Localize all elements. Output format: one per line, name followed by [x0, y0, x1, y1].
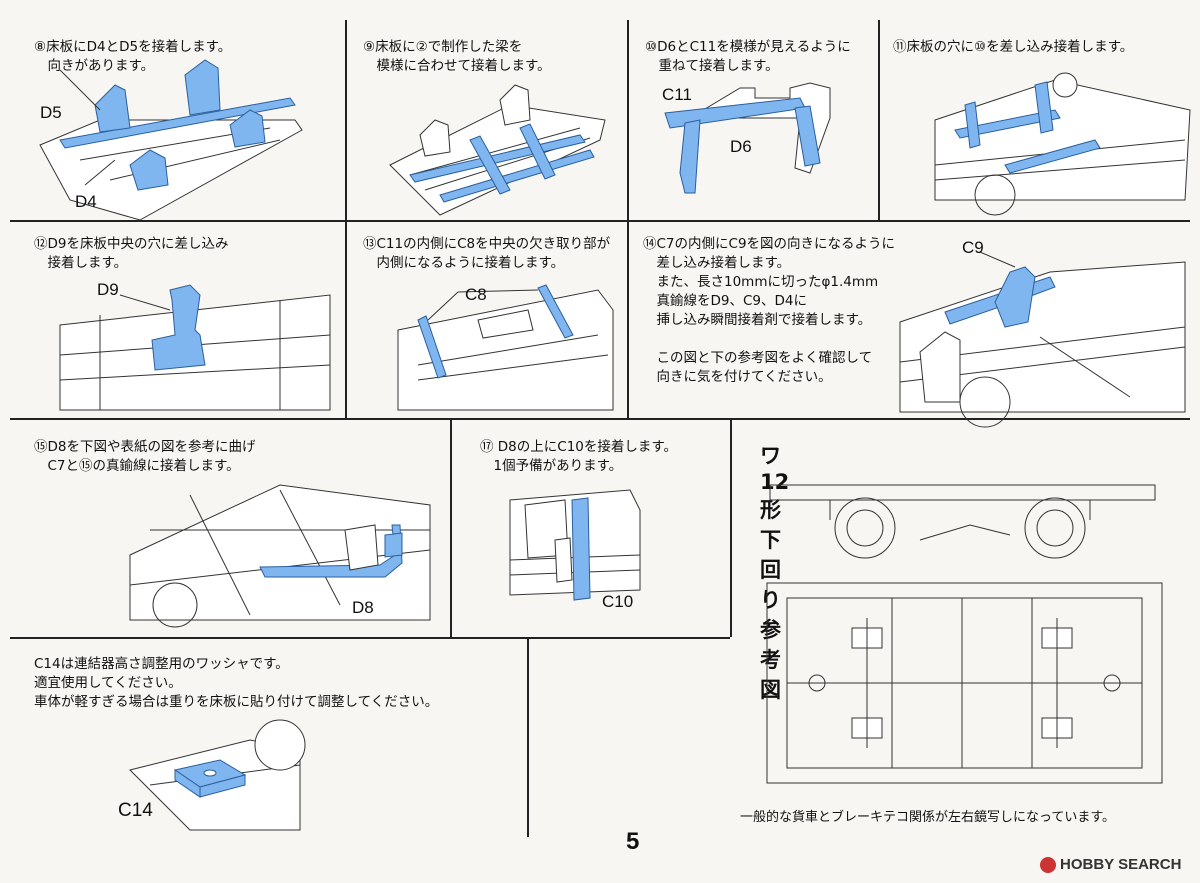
step-12-illustration [59, 284, 331, 411]
step-13-text: ⑬C11の内側にC8を中央の欠き取り部が 内側になるように接着します。 [363, 236, 611, 271]
divider [10, 220, 1190, 222]
label-d5: D5 [40, 103, 62, 122]
step-11-text: ⑪床板の穴に⑩を差し込み接着します。 [893, 39, 1134, 55]
step-10-text: ⑩D6とC11を模様が見えるように 重ねて接着します。 [645, 39, 851, 74]
divider [730, 418, 732, 637]
divider [10, 637, 730, 639]
step-12-text: ⑫D9を床板中央の穴に差し込み 接着します。 [34, 236, 229, 271]
label-c14: C14 [118, 800, 153, 821]
step-11-illustration [934, 72, 1191, 216]
label-c8: C8 [465, 285, 487, 304]
reference-underside-view [766, 582, 1163, 784]
divider [527, 637, 529, 837]
label-d6: D6 [730, 137, 752, 156]
reference-caption: 一般的な貨車とブレーキテコ関係が左右鏡写しになっています。 [740, 810, 1116, 825]
label-d9: D9 [97, 280, 119, 299]
step-10-illustration [664, 82, 831, 194]
step-17-text: ⑰ D8の上にC10を接着します。 1個予備があります。 [480, 439, 678, 474]
step-9-illustration [389, 84, 606, 216]
reference-title: ワ12形下回り参考図 [760, 444, 790, 702]
page-number: 5 [626, 828, 640, 855]
divider [627, 20, 629, 418]
hobby-search-logo-icon [1040, 856, 1056, 873]
step-14-text: ⑭C7の内側にC9を図の向きになるように 差し込み接着します。 また、長さ10m… [643, 236, 896, 385]
reference-side-view [769, 484, 1156, 559]
label-d4: D4 [75, 192, 97, 211]
step-13-illustration [397, 284, 614, 411]
c14-illustration [129, 719, 306, 831]
divider [10, 418, 1190, 420]
divider [878, 20, 880, 220]
c14-text: C14は連結器高さ調整用のワッシャです。 適宜使用してください。 車体が軽すぎる… [34, 656, 439, 710]
label-c9: C9 [962, 238, 984, 257]
label-d8: D8 [352, 598, 374, 617]
watermark: HOBBY SEARCH [1040, 856, 1181, 873]
step-8-text: ⑧床板にD4とD5を接着します。 向きがあります。 [34, 39, 232, 74]
label-c11: C11 [662, 85, 692, 104]
step-8-illustration [39, 59, 303, 221]
divider [345, 20, 347, 418]
label-c10: C10 [602, 592, 634, 611]
step-14-illustration [899, 251, 1186, 428]
step-15-text: ⑮D8を下図や表紙の図を参考に曲げ C7と⑮の真鍮線に接着します。 [34, 439, 256, 474]
divider [450, 418, 452, 637]
step-17-illustration [509, 489, 641, 601]
step-9-text: ⑨床板に②で制作した梁を 模様に合わせて接着します。 [363, 39, 551, 74]
step-15-illustration [129, 484, 431, 628]
watermark-text: HOBBY SEARCH [1060, 856, 1182, 873]
